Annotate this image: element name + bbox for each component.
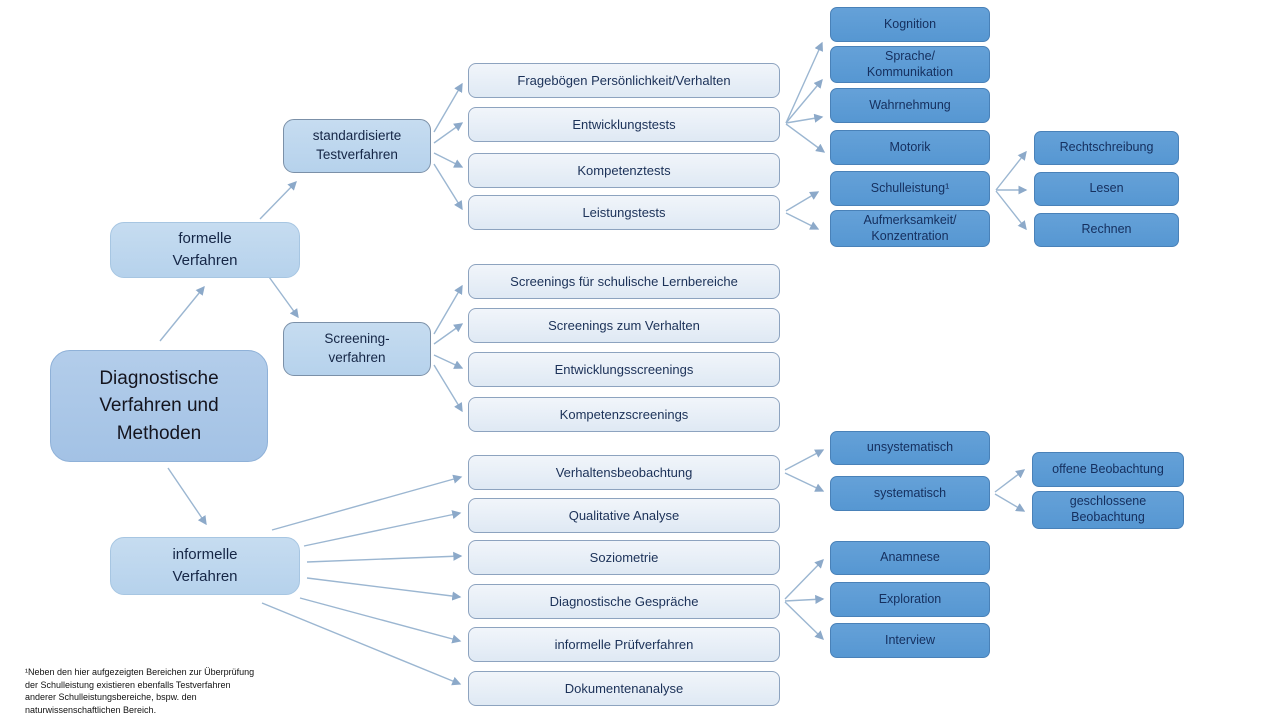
connector-gespraeche-exploration	[784, 594, 825, 604]
node-informelle-verfahren: informelle Verfahren	[110, 537, 300, 595]
node-systematisch: systematisch	[830, 476, 990, 511]
node-kompetenztests: Kompetenztests	[468, 153, 780, 188]
connector-informelle-dokumentenanalyse	[261, 602, 462, 686]
node-unsystematisch: unsystematisch	[830, 431, 990, 465]
connector-informelle-qualitative	[303, 510, 462, 547]
connector-entwicklungstests-kognition	[785, 41, 823, 124]
node-schulleistung: Schulleistung¹	[830, 171, 990, 206]
node-sprache-kommunikation: Sprache/ Kommunikation	[830, 46, 990, 83]
connector-formelle-standardisierte	[259, 181, 297, 220]
node-fragebogen: Fragebögen Persönlichkeit/Verhalten	[468, 63, 780, 98]
connector-entwicklungstests-sprache	[785, 78, 823, 124]
connector-standardisierte-kompetenztests	[433, 152, 464, 168]
connector-gespraeche-interview	[784, 601, 824, 640]
connector-informelle-soziometrie	[306, 551, 463, 563]
connector-verhaltensbeobachtung-unsystematisch	[784, 449, 825, 471]
connector-systematisch-geschlossene	[994, 493, 1026, 512]
node-diagnostische-gespraeche: Diagnostische Gespräche	[468, 584, 780, 619]
footnote-schulleistung: ¹Neben den hier aufgezeigten Bereichen z…	[25, 667, 255, 715]
connector-root-formelle	[159, 285, 205, 342]
connector-leistungstests-schulleistung	[785, 191, 820, 212]
node-motorik: Motorik	[830, 130, 990, 165]
node-interview: Interview	[830, 623, 990, 658]
node-leistungstests: Leistungstests	[468, 195, 780, 230]
node-dokumentenanalyse: Dokumentenanalyse	[468, 671, 780, 706]
connector-root-informelle	[167, 467, 207, 526]
connector-standardisierte-entwicklungstests	[433, 122, 464, 144]
node-verhaltensbeobachtung: Verhaltensbeobachtung	[468, 455, 780, 490]
node-screening-verfahren: Screening- verfahren	[283, 322, 431, 376]
connector-informelle-verhaltensbeobachtung	[271, 474, 463, 531]
connector-schulleistung-rechnen	[995, 190, 1027, 231]
node-geschlossene-beobachtung: geschlossene Beobachtung	[1032, 491, 1184, 529]
connector-screeningverfahren-lernbereiche	[433, 284, 463, 335]
node-offene-beobachtung: offene Beobachtung	[1032, 452, 1184, 487]
connector-schulleistung-rechtschreibung	[995, 150, 1027, 191]
node-screenings-lernbereiche: Screenings für schulische Lernbereiche	[468, 264, 780, 299]
node-anamnese: Anamnese	[830, 541, 990, 575]
node-informelle-pruefverfahren: informelle Prüfverfahren	[468, 627, 780, 662]
node-wahrnehmung: Wahrnehmung	[830, 88, 990, 123]
node-kognition: Kognition	[830, 7, 990, 42]
connector-leistungstests-aufmerksamkeit	[785, 212, 820, 230]
node-entwicklungstests: Entwicklungstests	[468, 107, 780, 142]
node-screenings-verhalten: Screenings zum Verhalten	[468, 308, 780, 343]
node-kompetenzscreenings: Kompetenzscreenings	[468, 397, 780, 432]
connector-screeningverfahren-verhalten	[433, 323, 464, 345]
connector-systematisch-offene	[994, 469, 1026, 493]
node-formelle-verfahren: formelle Verfahren	[110, 222, 300, 278]
node-exploration: Exploration	[830, 582, 990, 617]
connector-informelle-pruefverfahren	[299, 597, 462, 644]
connector-verhaltensbeobachtung-systematisch	[784, 472, 825, 492]
connector-screeningverfahren-kompetenzscreenings	[433, 364, 463, 413]
node-lesen: Lesen	[1034, 172, 1179, 206]
node-rechtschreibung: Rechtschreibung	[1034, 131, 1179, 165]
node-qualitative-analyse: Qualitative Analyse	[468, 498, 780, 533]
node-entwicklungsscreenings: Entwicklungsscreenings	[468, 352, 780, 387]
node-rechnen: Rechnen	[1034, 213, 1179, 247]
connector-screeningverfahren-entwicklungsscreenings	[433, 354, 464, 369]
connector-entwicklungstests-wahrnehmung	[785, 113, 824, 124]
connector-standardisierte-leistungstests	[433, 163, 463, 211]
node-standardisierte-testverfahren: standardisierte Testverfahren	[283, 119, 431, 173]
connector-gespraeche-anamnese	[784, 559, 824, 600]
connector-informelle-gespraeche	[306, 577, 462, 601]
node-soziometrie: Soziometrie	[468, 540, 780, 575]
node-aufmerksamkeit-konzentration: Aufmerksamkeit/ Konzentration	[830, 210, 990, 247]
connector-entwicklungstests-motorik	[785, 123, 826, 153]
connector-standardisierte-fragebogen	[433, 82, 463, 133]
node-root: Diagnostische Verfahren und Methoden	[50, 350, 268, 462]
